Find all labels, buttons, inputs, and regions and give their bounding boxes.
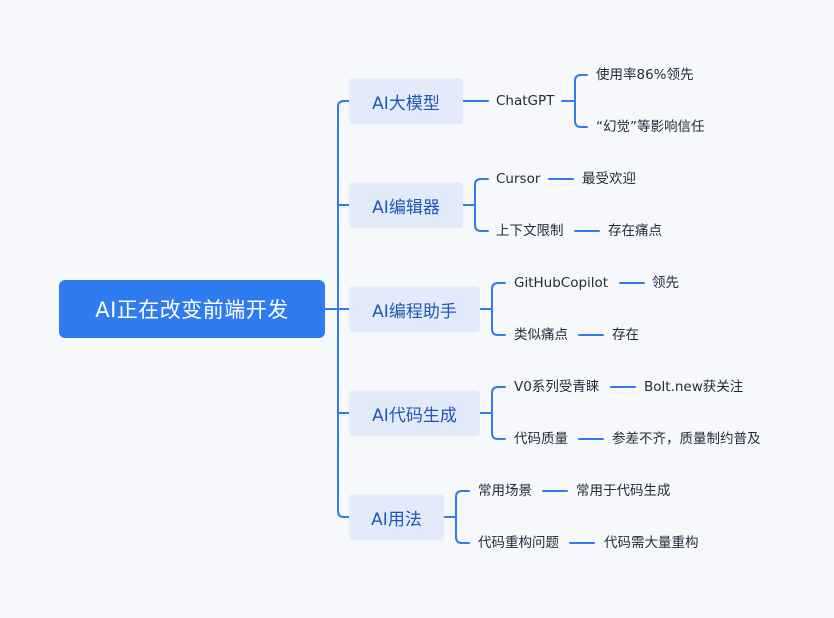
branch-ai-large-model[interactable]: AI大模型 xyxy=(349,78,463,124)
leaf-refactor-issue[interactable]: 代码重构问题 xyxy=(478,535,559,551)
leaf-leading[interactable]: 领先 xyxy=(652,275,679,291)
leaf-hallucination[interactable]: “幻觉”等影响信任 xyxy=(596,119,705,135)
leaf-similar-pain[interactable]: 类似痛点 xyxy=(514,327,568,343)
root-topic[interactable]: AI正在改变前端开发 xyxy=(59,280,325,338)
leaf-needs-refactor[interactable]: 代码需大量重构 xyxy=(604,535,699,551)
leaf-most-popular[interactable]: 最受欢迎 xyxy=(582,171,636,187)
branch-ai-usage[interactable]: AI用法 xyxy=(349,494,444,540)
leaf-exists[interactable]: 存在 xyxy=(612,327,639,343)
branch-ai-code-generation[interactable]: AI代码生成 xyxy=(349,390,480,436)
leaf-code-quality[interactable]: 代码质量 xyxy=(514,431,568,447)
leaf-context-limit[interactable]: 上下文限制 xyxy=(496,223,564,239)
leaf-usage-rate[interactable]: 使用率86%领先 xyxy=(596,67,694,83)
leaf-chatgpt[interactable]: ChatGPT xyxy=(496,93,555,109)
leaf-common-scenario[interactable]: 常用场景 xyxy=(478,483,532,499)
branch-ai-coding-assistant[interactable]: AI编程助手 xyxy=(349,286,480,332)
leaf-v0-series[interactable]: V0系列受青睐 xyxy=(514,379,600,395)
branch-ai-editor[interactable]: AI编辑器 xyxy=(349,182,463,228)
leaf-github-copilot[interactable]: GitHubCopilot xyxy=(514,275,609,291)
leaf-cursor[interactable]: Cursor xyxy=(496,171,541,187)
leaf-pain-point[interactable]: 存在痛点 xyxy=(608,223,662,239)
leaf-used-for-codegen[interactable]: 常用于代码生成 xyxy=(576,483,671,499)
leaf-quality-uneven[interactable]: 参差不齐，质量制约普及 xyxy=(612,431,761,447)
leaf-bolt-new[interactable]: Bolt.new获关注 xyxy=(644,379,744,395)
